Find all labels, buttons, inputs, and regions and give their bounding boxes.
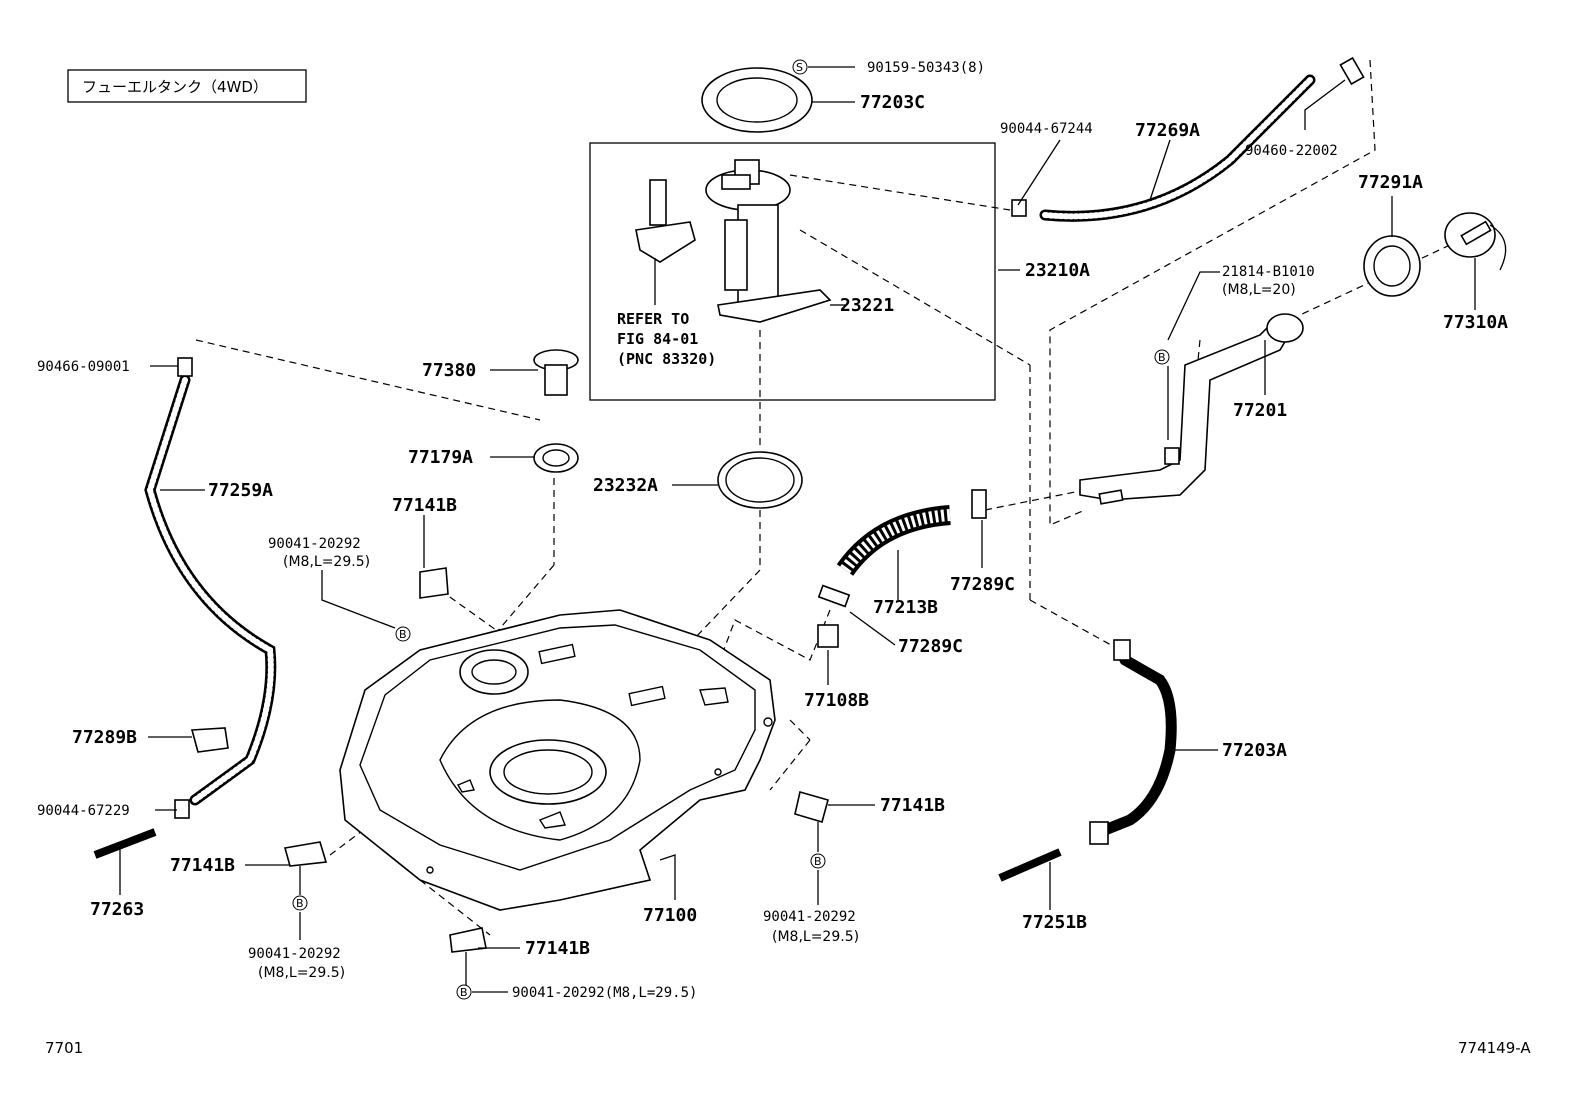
part-label-77259A: 77259A	[208, 480, 273, 501]
part-label-77289C: 77289C	[950, 574, 1015, 595]
part-label-90044-67229: 90044-67229	[37, 803, 130, 819]
part-label-90041-20292: 90041-20292	[248, 946, 341, 962]
part-label-77291A: 77291A	[1358, 172, 1423, 193]
part-label-90159-50343: 90159-50343(8)	[867, 60, 985, 76]
part-spec-90041: (M8,L=29.5)	[283, 554, 370, 570]
part-spec-90041: (M8,L=29.5)	[772, 929, 859, 945]
footer-illustration-id: 774149-A	[1458, 1039, 1531, 1057]
fuel-pump-assembly-box: REFER TO FIG 84-01 (PNC 83320)	[589, 142, 996, 401]
title-box: フューエルタンク（4WD）	[67, 69, 307, 103]
label-leader-lines	[119, 66, 1476, 993]
part-label-77380: 77380	[422, 360, 476, 381]
part-label-23210A: 23210A	[1025, 260, 1090, 281]
filler-pipe-drawing	[1079, 313, 1304, 505]
dashed-leader-lines	[195, 59, 1451, 936]
refer-line-2: FIG 84-01	[617, 330, 698, 348]
part-label-77100: 77100	[643, 905, 697, 926]
part-label-77310A: 77310A	[1443, 312, 1508, 333]
refer-line-1: REFER TO	[617, 310, 689, 328]
sender-gauge-drawing	[635, 179, 696, 305]
fuel-pump-module-drawing	[705, 159, 1020, 323]
part-label-77141B: 77141B	[392, 495, 457, 516]
fuel-tank-drawing	[339, 609, 776, 911]
part-label-77201: 77201	[1233, 400, 1287, 421]
part-label-77251B: 77251B	[1022, 912, 1087, 933]
diagram-title: フューエルタンク（4WD）	[82, 78, 268, 96]
footer-figure-number: 7701	[45, 1039, 83, 1057]
part-label-77141B: 77141B	[880, 795, 945, 816]
b-symbol-label: B	[1158, 351, 1166, 364]
part-label-90044-67244: 90044-67244	[1000, 121, 1093, 137]
part-label-77203C: 77203C	[860, 92, 925, 113]
part-label-77203A: 77203A	[1222, 740, 1287, 761]
part-label-23232A: 23232A	[593, 475, 658, 496]
refer-line-3: (PNC 83320)	[617, 350, 716, 368]
b-symbol-label: B	[296, 897, 304, 910]
part-label-90466-09001: 90466-09001	[37, 359, 130, 375]
hose-drawings	[93, 74, 1316, 882]
filler-cap-drawing	[1363, 212, 1507, 297]
part-label-77141B: 77141B	[170, 855, 235, 876]
b-symbol-label: B	[460, 986, 468, 999]
s-symbol-circle	[792, 59, 808, 75]
part-label-90041-20292: 90041-20292	[268, 536, 361, 552]
part-label-90041-20292-spec: 90041-20292(M8,L=29.5)	[512, 985, 697, 1001]
b-symbol-label: B	[399, 628, 407, 641]
b-symbol-label: B	[814, 855, 822, 868]
part-label-77289B: 77289B	[72, 727, 137, 748]
part-label-77179A: 77179A	[408, 447, 473, 468]
part-label-77269A: 77269A	[1135, 120, 1200, 141]
part-label-90041-20292: 90041-20292	[763, 909, 856, 925]
part-label-77289C: 77289C	[898, 636, 963, 657]
part-label-77108B: 77108B	[804, 690, 869, 711]
part-spec-21814: (M8,L=20)	[1222, 282, 1296, 298]
part-labels: 90159-50343(8) 77203C 90044-67244 77269A…	[37, 60, 1508, 1001]
part-label-77263: 77263	[90, 899, 144, 920]
s-symbol-label: S	[796, 61, 803, 74]
part-label-90460-22002: 90460-22002	[1245, 143, 1338, 159]
part-label-23221: 23221	[840, 295, 894, 316]
small-parts-drawings	[174, 56, 1365, 953]
part-label-21814-B1010: 21814-B1010	[1222, 264, 1315, 280]
part-spec-90041: (M8,L=29.5)	[258, 965, 345, 981]
circled-symbols: S B B B B B	[292, 59, 1170, 1000]
part-label-77213B: 77213B	[873, 597, 938, 618]
part-label-77141B: 77141B	[525, 938, 590, 959]
